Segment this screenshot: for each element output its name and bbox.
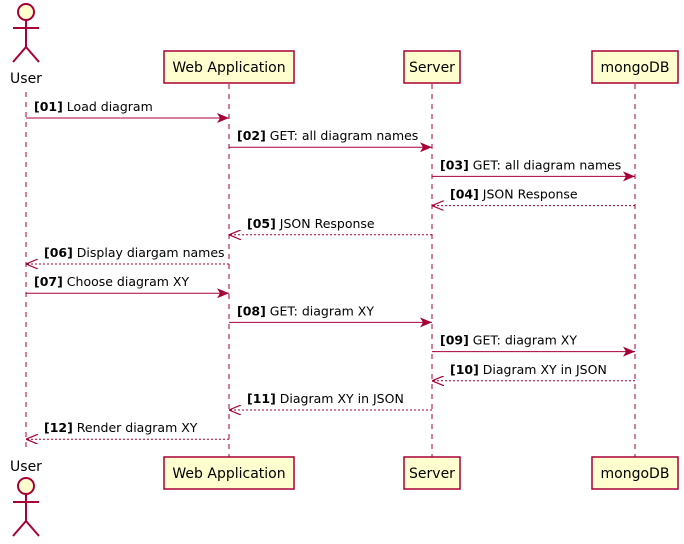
message-12: [12] Render diagram XY	[26, 420, 229, 439]
message-5: [05] JSON Response	[229, 216, 432, 235]
message-number: [01]	[34, 99, 63, 114]
participant-label: mongoDB	[601, 466, 670, 482]
message-text: Choose diagram XY	[63, 274, 190, 289]
participant-mongodb-top: mongoDB	[591, 50, 679, 84]
message-label: [09] GET: diagram XY	[440, 333, 577, 348]
message-number: [04]	[450, 187, 479, 202]
lifelines	[25, 84, 636, 457]
message-label: [12] Render diagram XY	[44, 420, 198, 435]
message-number: [08]	[237, 303, 266, 318]
message-number: [09]	[440, 333, 469, 348]
message-text: Display diargam names	[73, 245, 225, 260]
message-text: Diagram XY in JSON	[479, 362, 607, 377]
message-text: GET: diagram XY	[266, 303, 375, 318]
message-number: [05]	[247, 216, 276, 231]
message-label: [07] Choose diagram XY	[34, 274, 189, 289]
actor-top	[12, 3, 40, 63]
participant-label: Web Application	[172, 60, 285, 76]
message-text: JSON Response	[479, 187, 578, 202]
message-text: GET: diagram XY	[469, 333, 578, 348]
message-2: [02] GET: all diagram names	[229, 128, 432, 153]
message-label: [10] Diagram XY in JSON	[450, 362, 607, 377]
message-9: [09] GET: diagram XY	[432, 333, 635, 357]
message-label: [05] JSON Response	[247, 216, 375, 231]
participant-label: Server	[409, 466, 455, 482]
message-7: [07] Choose diagram XY	[26, 274, 229, 299]
message-4: [04] JSON Response	[432, 187, 635, 206]
message-text: Diagram XY in JSON	[276, 391, 404, 406]
message-text: GET: all diagram names	[469, 157, 622, 172]
message-number: [02]	[237, 128, 266, 143]
actor-label: User	[10, 71, 42, 87]
participant-mongodb-bottom: mongoDB	[591, 456, 679, 490]
message-11: [11] Diagram XY in JSON	[229, 391, 432, 410]
participant-server-bottom: Server	[403, 456, 461, 490]
message-label: [06] Display diargam names	[44, 245, 225, 260]
actor-bottom	[12, 477, 40, 537]
message-text: GET: all diagram names	[266, 128, 419, 143]
message-number: [12]	[44, 420, 73, 435]
message-label: [11] Diagram XY in JSON	[247, 391, 404, 406]
message-label: [04] JSON Response	[450, 187, 578, 202]
message-8: [08] GET: diagram XY	[229, 303, 432, 328]
message-text: Load diagram	[63, 99, 153, 114]
message-10: [10] Diagram XY in JSON	[432, 362, 635, 381]
message-label: [02] GET: all diagram names	[237, 128, 418, 143]
participant-label: Server	[409, 60, 455, 76]
message-3: [03] GET: all diagram names	[432, 157, 635, 182]
message-number: [06]	[44, 245, 73, 260]
participant-label: mongoDB	[601, 60, 670, 76]
message-text: Render diagram XY	[73, 420, 198, 435]
message-number: [07]	[34, 274, 63, 289]
message-label: [03] GET: all diagram names	[440, 157, 621, 172]
participant-label: Web Application	[172, 466, 285, 482]
message-number: [03]	[440, 157, 469, 172]
participant-webapp-bottom: Web Application	[163, 456, 295, 490]
message-label: [01] Load diagram	[34, 99, 153, 114]
message-label: [08] GET: diagram XY	[237, 303, 374, 318]
actor-label: User	[10, 459, 42, 475]
message-number: [10]	[450, 362, 479, 377]
message-1: [01] Load diagram	[26, 99, 229, 123]
message-6: [06] Display diargam names	[26, 245, 229, 264]
participant-webapp-top: Web Application	[163, 50, 295, 84]
message-number: [11]	[247, 391, 276, 406]
participant-server-top: Server	[403, 50, 461, 84]
message-text: JSON Response	[276, 216, 375, 231]
